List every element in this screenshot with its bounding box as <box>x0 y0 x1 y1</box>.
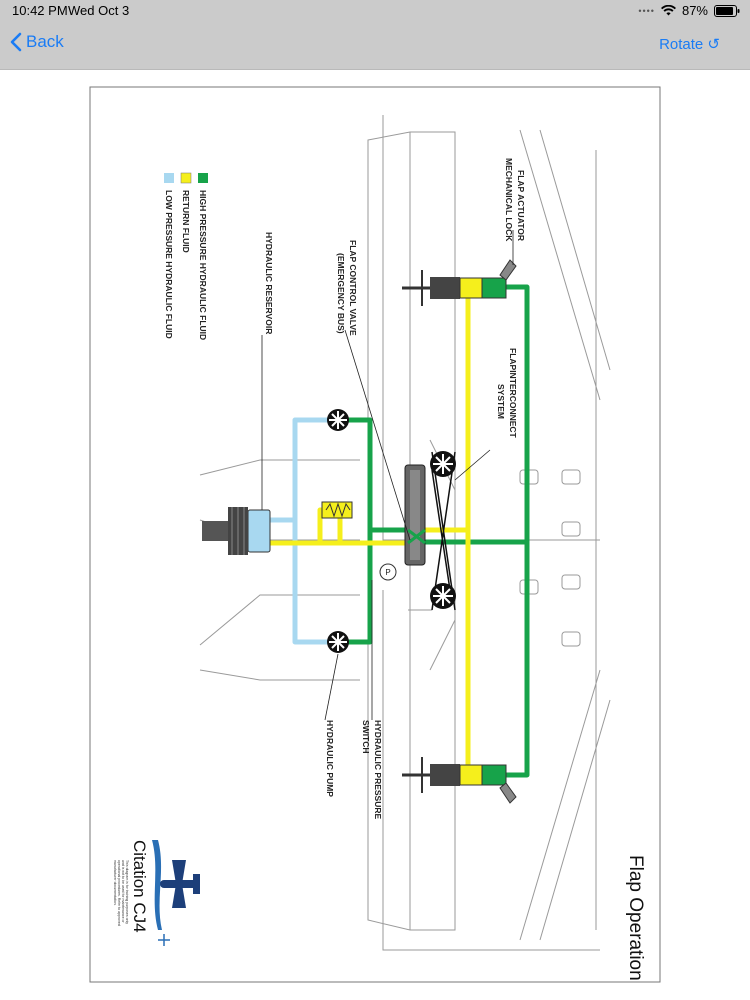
legend: HIGH PRESSURE HYDRAULIC FLUID RETURN FLU… <box>164 172 208 340</box>
document-viewer[interactable]: P <box>0 70 750 1000</box>
status-time: 10:42 PM <box>12 3 68 18</box>
brand-block: Citation CJ4 This diagram is for trainin… <box>113 840 200 946</box>
back-label: Back <box>26 32 64 51</box>
brand-name: Citation CJ4 <box>130 840 149 933</box>
airplane-logo-icon <box>160 860 200 908</box>
legend-swatch-high-pressure <box>198 173 208 183</box>
flap-control-valve <box>404 464 426 566</box>
status-right: •••• 87% <box>638 3 740 18</box>
hydraulic-pump-bottom <box>327 631 349 653</box>
diagram-title: Flap Operation <box>625 855 646 981</box>
flap-interconnect <box>430 451 456 611</box>
component-labels: FLAP ACTUATOR MECHANICAL LOCK FLAPINTERC… <box>264 158 526 820</box>
label-pressure-switch-2: SWITCH <box>361 720 371 754</box>
low-pressure-line <box>270 417 335 645</box>
relief-valve <box>321 501 353 519</box>
legend-swatch-low-pressure <box>164 173 174 183</box>
flap-actuator-bottom <box>402 757 517 804</box>
legend-label-return: RETURN FLUID <box>181 190 191 253</box>
chevron-left-icon <box>10 32 22 52</box>
airframe-outline <box>199 115 611 951</box>
label-flap-actuator-2: MECHANICAL LOCK <box>504 158 514 242</box>
wifi-icon <box>660 5 676 16</box>
label-pressure-switch-1: HYDRAULIC PRESSURE <box>373 720 383 820</box>
flap-diagram: P <box>89 86 661 983</box>
rotate-button[interactable]: Rotate ↺ <box>659 36 720 53</box>
nav-bar: Back Rotate ↺ <box>0 22 750 70</box>
signal-dots-icon: •••• <box>638 5 655 16</box>
legend-label-high-pressure: HIGH PRESSURE HYDRAULIC FLUID <box>198 190 208 340</box>
fineprint-line-4: manufacturer documentation. <box>113 860 117 906</box>
battery-percent: 87% <box>681 3 708 18</box>
fineprint-line-3: operational procedures. Refer to approve… <box>117 860 121 926</box>
label-flap-control-valve-2: (EMERGENCY BUS) <box>336 253 346 334</box>
small-plane-icon <box>158 934 170 946</box>
brand-swoosh-icon <box>152 840 162 930</box>
label-flap-interconnect-2: SYSTEM <box>496 384 506 419</box>
fineprint-line-1: This diagram is for training purposes on… <box>125 860 129 924</box>
hydraulic-lines <box>265 284 530 778</box>
pressure-switch-symbol: P <box>385 568 390 577</box>
label-flap-actuator-1: FLAP ACTUATOR <box>516 170 526 241</box>
status-date: Wed Oct 3 <box>68 3 130 18</box>
label-hydraulic-reservoir: HYDRAULIC RESERVOIR <box>264 232 274 334</box>
legend-label-low-pressure: LOW PRESSURE HYDRAULIC FLUID <box>164 190 174 339</box>
battery-icon <box>714 4 740 17</box>
flap-actuator-top <box>402 259 517 306</box>
hydraulic-pump-top <box>327 409 349 431</box>
leader-lines <box>261 230 514 721</box>
fineprint-line-2: and is not to be used for maintenance or <box>121 860 125 923</box>
label-flap-interconnect-1: FLAPINTERCONNECT <box>508 348 518 439</box>
status-bar: 10:42 PM Wed Oct 3 •••• 87% <box>0 0 750 22</box>
legend-swatch-return <box>180 172 192 184</box>
hydraulic-reservoir <box>202 507 271 555</box>
high-pressure-line-main <box>370 284 530 778</box>
label-hydraulic-pump: HYDRAULIC PUMP <box>325 720 335 797</box>
page-frame <box>89 86 661 983</box>
label-flap-control-valve-1: FLAP CONTROL VALVE <box>348 240 358 336</box>
return-line <box>265 284 480 778</box>
back-button[interactable]: Back <box>10 32 64 52</box>
pressure-switch: P <box>379 563 397 581</box>
